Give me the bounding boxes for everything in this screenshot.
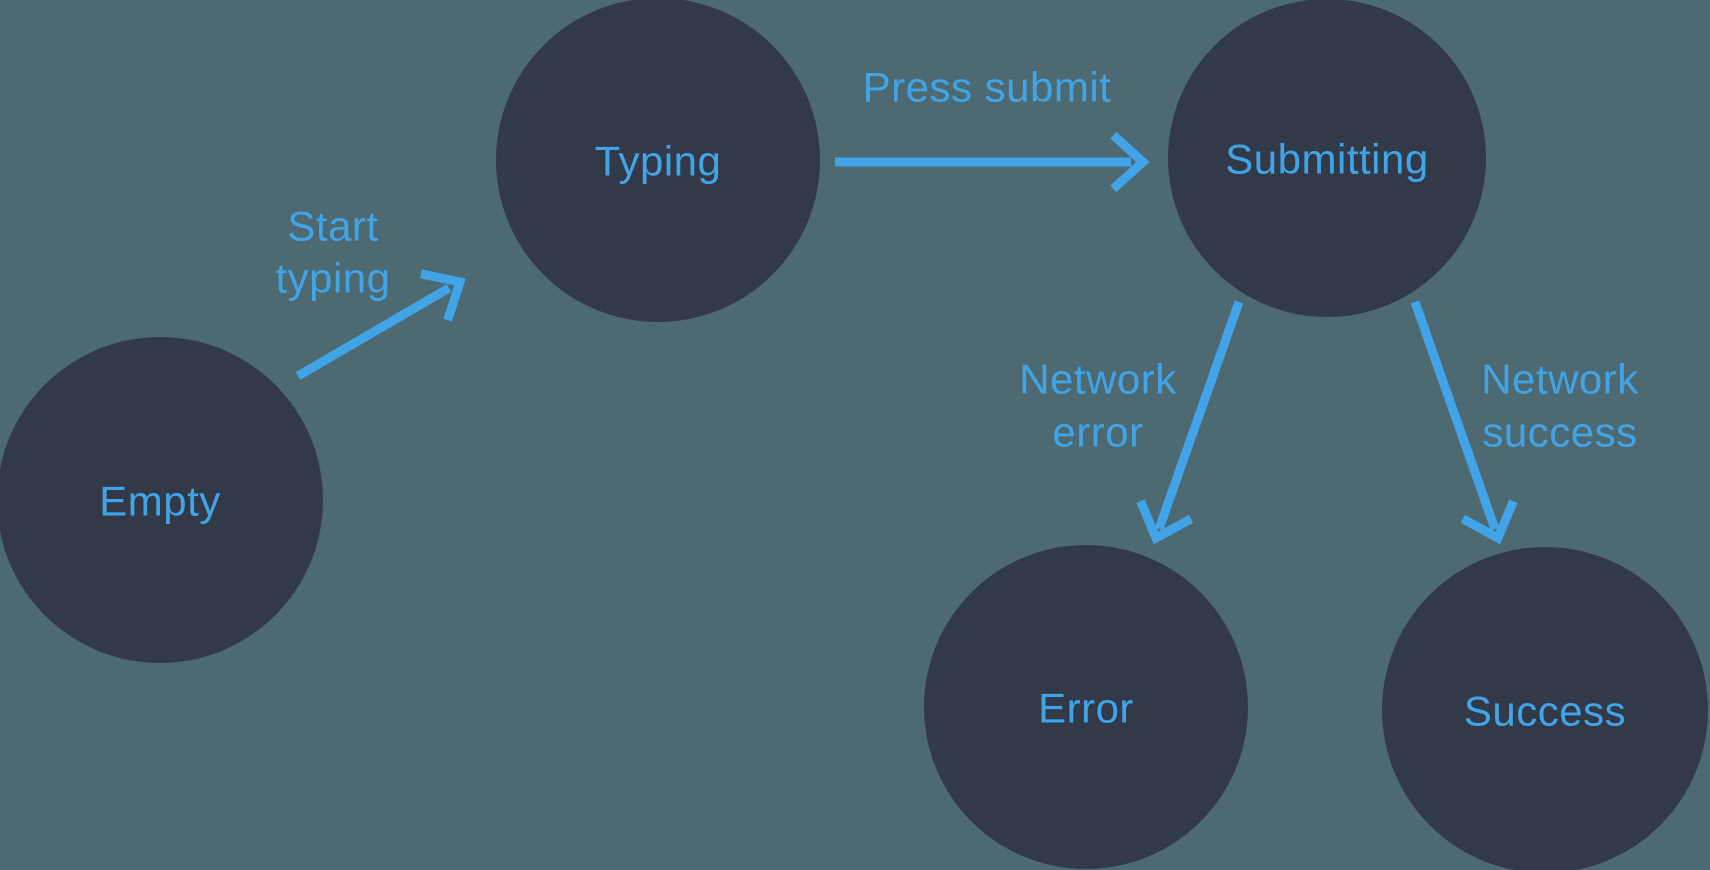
state-node-success: Success	[1382, 547, 1708, 870]
state-label-empty: Empty	[99, 478, 221, 525]
state-circle-error	[924, 545, 1248, 869]
transition-label-network-success-line1: Network	[1481, 356, 1639, 403]
transition-press-submit: Press submit	[835, 64, 1150, 193]
transition-label-network-error-line2: error	[1052, 409, 1143, 456]
state-circle-empty	[0, 337, 323, 663]
state-node-error: Error	[924, 545, 1248, 869]
transition-label-press-submit: Press submit	[863, 64, 1112, 111]
arrowhead-icon	[1110, 131, 1150, 193]
arrowhead-icon	[1136, 499, 1194, 545]
transition-arrow-line	[295, 284, 452, 380]
state-label-typing: Typing	[595, 138, 722, 185]
state-label-submitting: Submitting	[1225, 136, 1428, 183]
transition-arrow-line	[1154, 300, 1244, 531]
transition-start-typing: Start typing	[275, 203, 466, 380]
state-node-typing: Typing	[496, 0, 820, 322]
state-circle-success	[1382, 547, 1708, 870]
transition-network-success: Network success	[1410, 300, 1639, 545]
transition-label-network-success-line2: success	[1482, 409, 1637, 456]
arrowhead-icon	[419, 269, 466, 322]
state-label-error: Error	[1038, 685, 1134, 732]
transition-arrow-line	[1410, 300, 1500, 531]
transition-network-error: Network error	[1019, 300, 1244, 545]
state-label-success: Success	[1464, 688, 1626, 735]
state-node-submitting: Submitting	[1168, 0, 1486, 317]
transition-label-start-typing-line1: Start	[287, 203, 378, 250]
transition-label-network-error-line1: Network	[1019, 356, 1177, 403]
state-circle-submitting	[1168, 0, 1486, 317]
state-circle-typing	[496, 0, 820, 322]
transition-label-start-typing-line2: typing	[275, 255, 390, 302]
state-node-empty: Empty	[0, 337, 323, 663]
arrowhead-icon	[1460, 499, 1518, 545]
